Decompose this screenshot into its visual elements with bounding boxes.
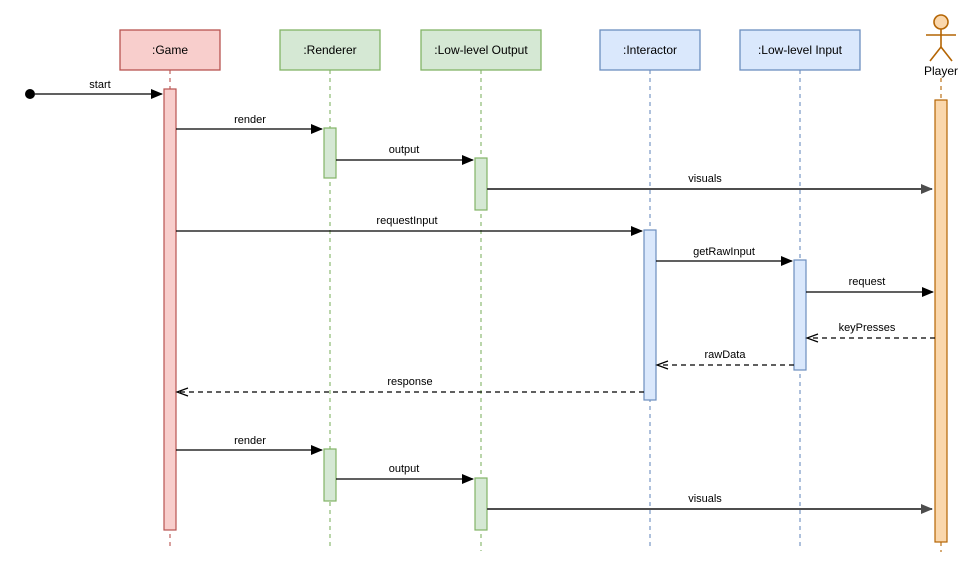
activation-interactor	[643, 229, 657, 401]
message-response: response	[175, 376, 644, 397]
actor-right-leg-icon	[940, 46, 953, 62]
activation-renderer-2	[323, 448, 337, 502]
message-key-presses-label: keyPresses	[839, 322, 896, 334]
activation-game	[163, 88, 177, 531]
message-output-1-label: output	[389, 144, 420, 156]
message-start: start	[25, 79, 163, 99]
message-get-raw-input: getRawInput	[656, 246, 793, 266]
participant-low-level-input-box	[739, 29, 861, 71]
message-key-presses: keyPresses	[805, 322, 935, 343]
participant-low-level-input: :Low-level Input	[739, 29, 861, 71]
message-render-1-label: render	[234, 114, 266, 126]
participant-renderer-box	[279, 29, 381, 71]
message-request-label: request	[849, 276, 886, 288]
message-request-input-label: requestInput	[376, 215, 437, 227]
message-start-label: start	[89, 79, 110, 91]
message-visuals-2: visuals	[487, 493, 933, 514]
message-output-2: output	[336, 463, 474, 484]
activation-low-level-output-1	[474, 157, 488, 211]
message-visuals-2-label: visuals	[688, 493, 722, 505]
message-visuals-1: visuals	[487, 173, 933, 194]
message-render-2-label: render	[234, 435, 266, 447]
start-node-icon	[25, 89, 35, 99]
actor-left-leg-icon	[929, 46, 942, 62]
participant-game-box	[119, 29, 221, 71]
message-raw-data: rawData	[655, 349, 794, 370]
participant-low-level-output-box	[420, 29, 542, 71]
participant-interactor-box	[599, 29, 701, 71]
actor-head-icon	[933, 14, 949, 30]
message-get-raw-input-label: getRawInput	[693, 246, 755, 258]
message-raw-data-label: rawData	[705, 349, 747, 361]
participant-interactor-label: :Interactor	[623, 43, 677, 57]
message-render-2: render	[176, 435, 323, 455]
message-response-label: response	[387, 376, 432, 388]
message-render-1: render	[176, 114, 323, 134]
activation-player	[934, 99, 948, 543]
activation-bars	[163, 88, 948, 543]
participant-player-label: Player	[924, 64, 958, 78]
activation-low-level-output-2	[474, 477, 488, 531]
participant-renderer-label: :Renderer	[303, 43, 356, 57]
participant-low-level-output-label: :Low-level Output	[434, 43, 528, 57]
activation-renderer-1	[323, 127, 337, 179]
participant-game-label: :Game	[152, 43, 188, 57]
message-visuals-1-label: visuals	[688, 173, 722, 185]
participant-low-level-input-label: :Low-level Input	[758, 43, 843, 57]
lifelines	[169, 70, 942, 552]
participant-renderer: :Renderer	[279, 29, 381, 71]
actor-player-figure	[926, 14, 956, 62]
participant-interactor: :Interactor	[599, 29, 701, 71]
message-output-1: output	[336, 144, 474, 165]
message-output-2-label: output	[389, 463, 420, 475]
message-request-input: requestInput	[176, 215, 643, 236]
activation-low-level-input	[793, 259, 807, 371]
participant-game: :Game	[119, 29, 221, 71]
message-request: request	[806, 276, 934, 297]
participant-low-level-output: :Low-level Output	[420, 29, 542, 71]
